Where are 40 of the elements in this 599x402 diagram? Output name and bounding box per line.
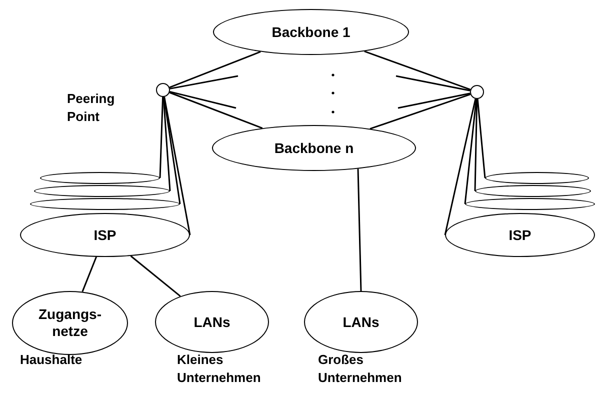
ellipse	[485, 172, 589, 184]
node-label: LANs	[194, 314, 230, 330]
connector-line	[159, 96, 164, 178]
connector-line	[170, 75, 238, 90]
connector-line	[169, 51, 261, 88]
ellipse	[40, 172, 160, 184]
connector-line	[474, 98, 478, 192]
small-circle	[470, 85, 484, 99]
ellipse-node	[445, 213, 595, 257]
connector-line	[357, 168, 362, 292]
caption-text: Haushalte	[20, 351, 84, 369]
ellipse	[34, 185, 170, 197]
node-label: LANs	[342, 314, 380, 330]
node-label: Backbone 1	[272, 24, 350, 40]
connector-line	[162, 96, 171, 192]
connector-line	[370, 94, 471, 130]
ellipse	[30, 198, 180, 210]
caption-text: Kleines Unternehmen	[177, 351, 262, 387]
connector-line	[163, 96, 181, 204]
node-label: ISP	[94, 226, 116, 244]
ellipse	[475, 185, 591, 197]
connector-line	[444, 98, 476, 236]
caption-text: Peering Point	[67, 90, 116, 126]
ellipse	[465, 198, 595, 210]
node-label: ISP	[508, 226, 532, 244]
connector-line	[169, 92, 263, 129]
connector-line	[396, 75, 470, 92]
connector-line	[130, 255, 181, 297]
ellipse-node	[20, 213, 190, 257]
connector-line	[398, 92, 470, 109]
connector-line	[476, 98, 486, 178]
node-label: Zugangs- netze	[38, 306, 102, 340]
connector-line	[364, 50, 471, 90]
connector-line	[164, 96, 191, 236]
connector-line	[170, 90, 236, 109]
caption-text: Großes Unternehmen	[318, 351, 403, 387]
connector-line	[82, 256, 97, 292]
small-circle	[156, 83, 170, 97]
node-label: Backbone n	[274, 140, 354, 156]
connector-line	[464, 98, 478, 204]
